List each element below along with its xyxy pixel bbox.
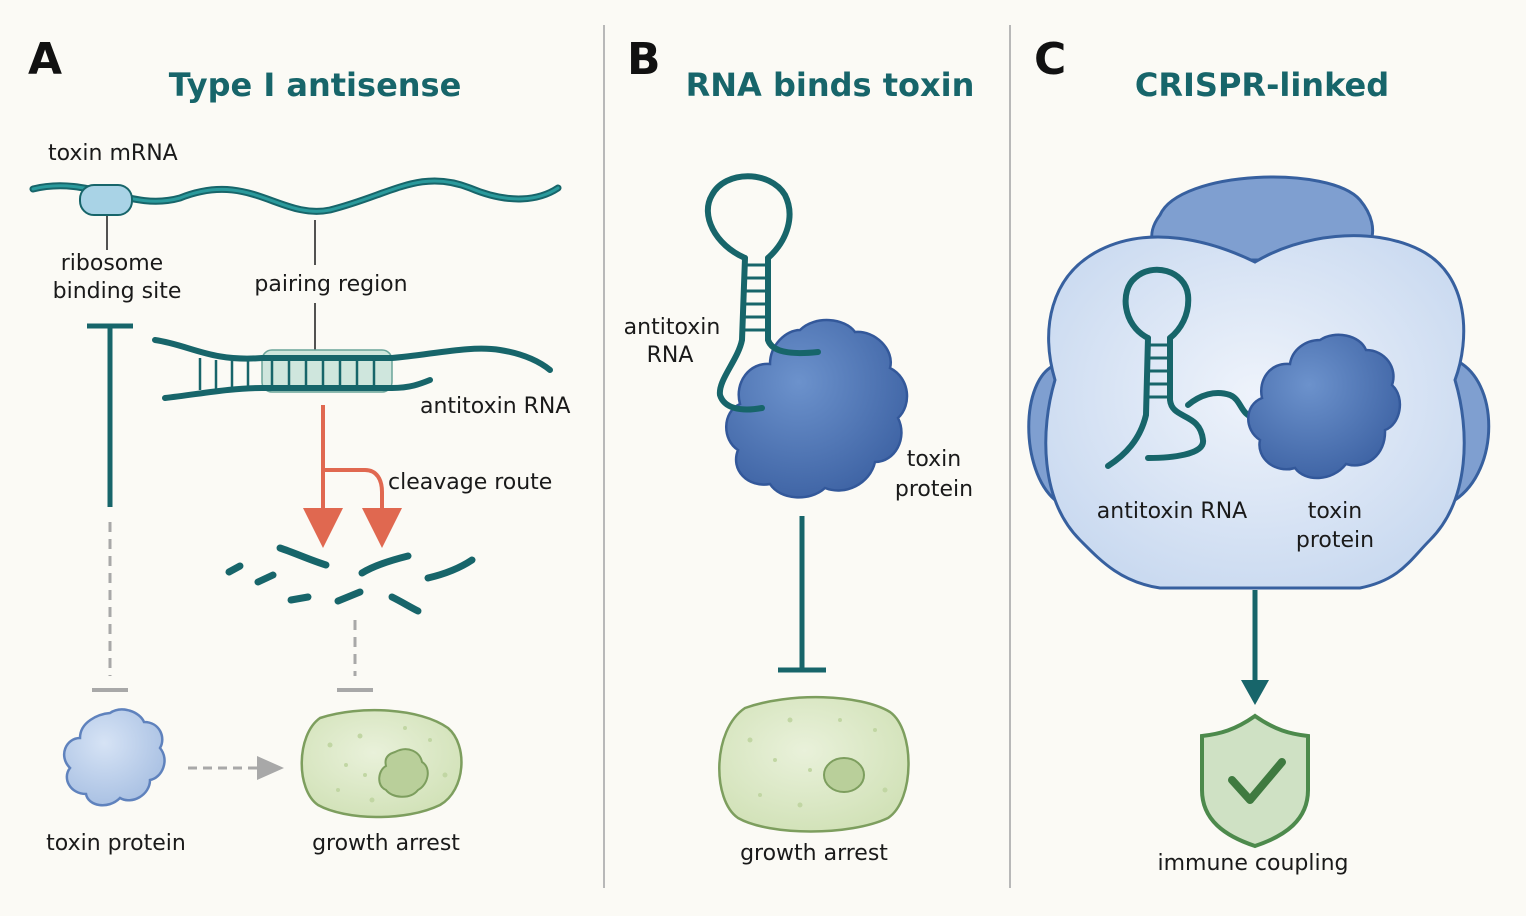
toxin-label-c-2: protein (1296, 528, 1374, 553)
rbs-label-2: binding site (53, 279, 182, 304)
toxin-protein-label-a: toxin protein (46, 831, 186, 856)
antitoxin-label-b-2: RNA (647, 343, 694, 368)
cleavage-route-label: cleavage route (388, 470, 552, 495)
toxin-protein-blob-b (725, 318, 909, 499)
toxin-label-b-1: toxin (907, 447, 961, 472)
panel-b-title: RNA binds toxin (686, 66, 975, 104)
panel-b-letter: B (627, 34, 661, 85)
toxin-protein-blob-a (62, 708, 166, 807)
rna-duplex (152, 337, 553, 401)
shield-icon (1200, 713, 1310, 849)
cleavage-arrows (303, 405, 402, 548)
panel-c-title: CRISPR-linked (1135, 66, 1389, 104)
antitoxin-rna-label-c: antitoxin RNA (1097, 499, 1247, 524)
toxin-label-b-2: protein (895, 477, 973, 502)
growth-arrest-label-b: growth arrest (740, 841, 888, 866)
pairing-region-label: pairing region (254, 272, 407, 297)
immune-coupling-label: immune coupling (1158, 851, 1349, 876)
antitoxin-rna-label-a: antitoxin RNA (420, 394, 570, 419)
cell-a (300, 708, 463, 819)
panel-a-title: Type I antisense (169, 66, 462, 104)
rbs-label-1: ribosome (61, 251, 163, 276)
cell-b (718, 695, 910, 833)
toxin-mrna-label: toxin mRNA (48, 141, 178, 166)
toxin-label-c-1: toxin (1308, 499, 1362, 524)
inhibition-rbs (87, 323, 133, 692)
growth-arrest-label-a: growth arrest (312, 831, 460, 856)
rna-fragments (225, 544, 476, 615)
ribosome-binding-site-box (79, 184, 133, 216)
panel-b: B RNA binds toxin antitoxin RNA toxin pr… (624, 34, 975, 866)
panel-a-letter: A (28, 34, 62, 85)
panel-c: C CRISPR-linked antitoxin RNA toxin prot… (1027, 34, 1491, 876)
panel-a: A Type I antisense toxin mRNA ribosome b… (28, 34, 570, 856)
antitoxin-stem-loop-b (704, 173, 821, 413)
panel-c-letter: C (1034, 34, 1066, 85)
antitoxin-stem-loop-c (1105, 266, 1258, 469)
crispr-complex (1027, 175, 1491, 590)
toxin-protein-blob-c (1247, 333, 1402, 480)
antitoxin-label-b-1: antitoxin (624, 315, 721, 340)
